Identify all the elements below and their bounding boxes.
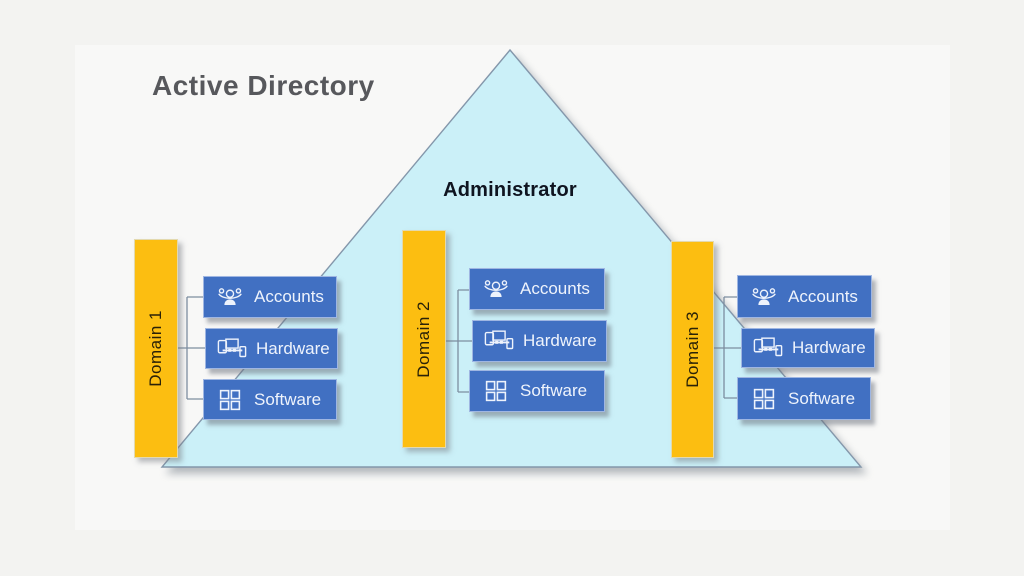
box-label: Accounts [788,286,858,306]
box-label: Hardware [523,331,597,350]
box-label: Accounts [254,287,324,306]
domain-3-software-box: Software [737,377,871,420]
box-label: Hardware [256,338,330,358]
accounts-icon [752,287,776,305]
domain-1-label: Domain 1 [146,310,165,387]
domain-3-hardware-box: Hardware [741,328,875,368]
domain-1-software-box: Software [203,379,337,420]
software-icon [219,389,241,410]
domain-2-hardware-box: Hardware [472,320,607,362]
domain-3-accounts-box: Accounts [737,275,872,318]
hardware-icon [753,337,783,357]
software-icon [485,380,507,402]
domain-3-label: Domain 3 [682,311,702,388]
administrator-label: Administrator [443,179,577,201]
accounts-icon [484,280,508,297]
domain-1-accounts-box: Accounts [203,276,337,318]
domain-1-bar: Domain 1 [134,239,178,458]
software-icon [753,388,775,409]
domain-2-label: Domain 2 [414,300,433,378]
domain-1-hardware-box: Hardware [205,328,338,369]
page-title: Active Directory [152,70,375,101]
box-label: Software [788,388,856,408]
box-label: Hardware [792,338,866,357]
domain-2-software-box: Software [469,370,605,412]
domain-3-bar: Domain 3 [671,241,714,458]
accounts-icon [218,288,242,305]
box-label: Software [254,389,322,409]
connector-lines [176,289,742,400]
domain-2-bar: Domain 2 [402,230,446,448]
domain-2-accounts-box: Accounts [469,268,605,310]
box-label: Software [520,381,588,400]
hardware-icon [217,337,247,357]
box-label: Accounts [520,279,590,298]
hardware-icon [484,330,514,350]
